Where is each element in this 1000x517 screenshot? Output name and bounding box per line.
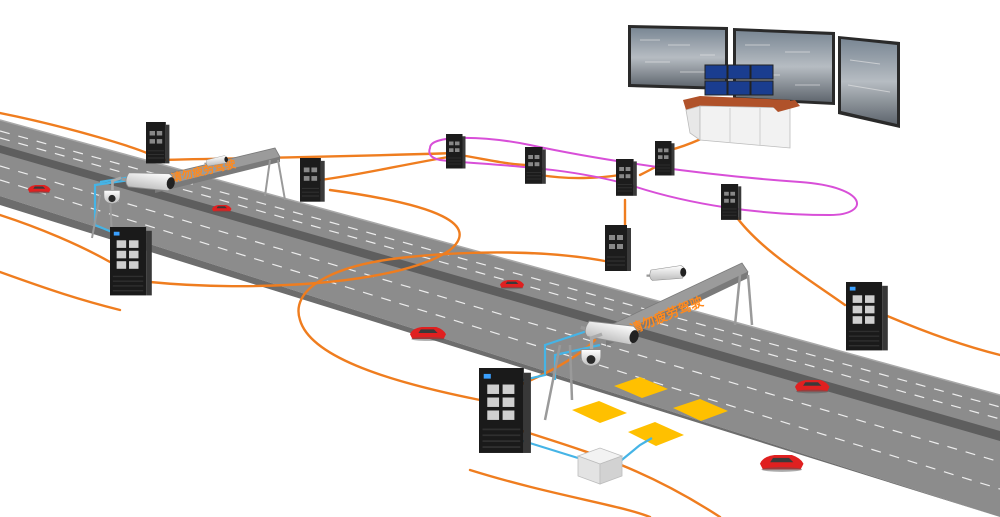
industrial-ethernet-switch-icon bbox=[604, 224, 632, 272]
fiber-ring bbox=[428, 136, 858, 217]
car-icon bbox=[500, 280, 524, 290]
industrial-ethernet-switch-icon bbox=[654, 140, 675, 176]
bullet-camera-icon bbox=[646, 265, 687, 281]
highway-road bbox=[0, 119, 1000, 517]
car-icon bbox=[410, 327, 446, 341]
loop-detector-icon bbox=[628, 422, 684, 446]
loop-detector-icon bbox=[673, 399, 728, 421]
industrial-ethernet-switch-icon bbox=[478, 367, 532, 454]
desk-monitors bbox=[704, 64, 774, 96]
loop-detector-icon bbox=[614, 377, 668, 398]
car-icon bbox=[212, 205, 232, 213]
industrial-ethernet-switch-icon bbox=[524, 146, 547, 185]
industrial-ethernet-switch-icon bbox=[445, 133, 466, 169]
industrial-ethernet-switch-icon bbox=[845, 281, 889, 352]
control-center bbox=[628, 25, 900, 149]
industrial-ethernet-switch-icon bbox=[615, 158, 638, 197]
car-icon bbox=[28, 185, 51, 194]
industrial-ethernet-switch-icon bbox=[145, 121, 170, 164]
junction-box-icon bbox=[576, 447, 624, 485]
control-console-icon bbox=[683, 96, 800, 149]
loop-detector-icon bbox=[572, 401, 627, 423]
gantry-right: 请勿疲劳驾驶 bbox=[543, 262, 754, 421]
industrial-ethernet-switch-icon bbox=[299, 157, 326, 203]
loop-detectors bbox=[572, 377, 728, 446]
car-icon bbox=[760, 455, 804, 472]
car-icon bbox=[795, 380, 830, 394]
industrial-ethernet-switch-icon bbox=[720, 183, 742, 221]
industrial-ethernet-switch-icon bbox=[109, 226, 153, 297]
